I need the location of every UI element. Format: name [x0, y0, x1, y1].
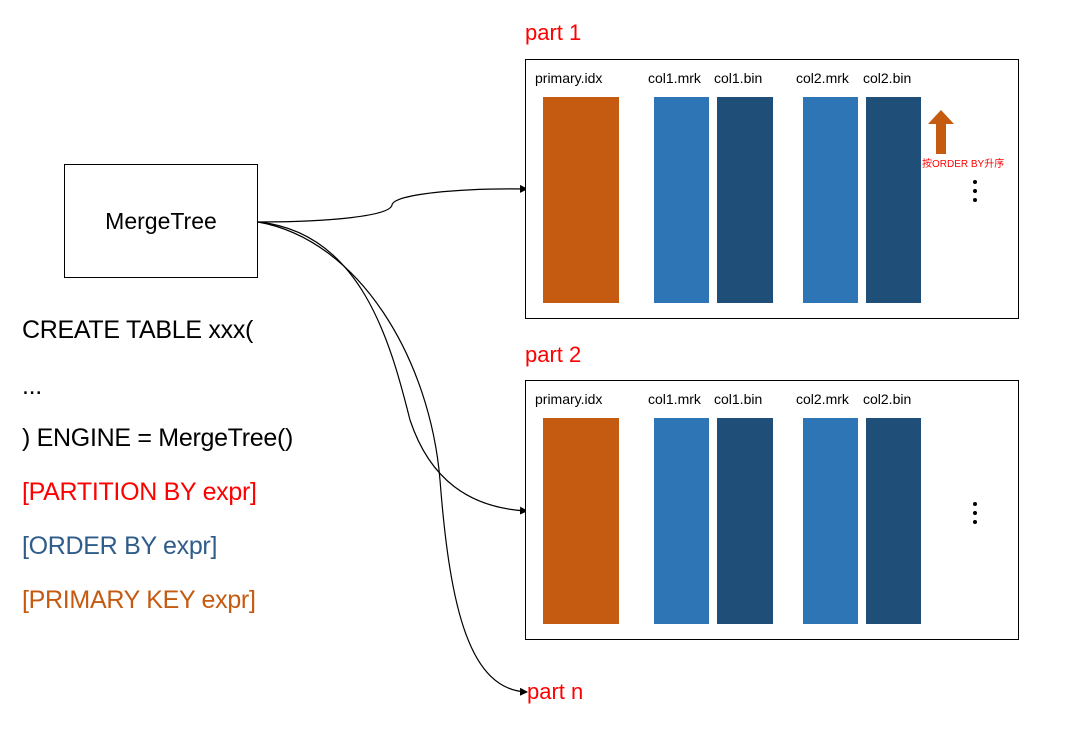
file-label-col2-mrk: col2.mrk [796, 391, 849, 407]
col2-mrk-block [803, 418, 858, 624]
part-1-label: part 1 [525, 20, 582, 45]
up-arrow-icon [928, 110, 954, 154]
col2-bin-block [866, 97, 921, 303]
file-label-col2-mrk: col2.mrk [796, 70, 849, 86]
primary-idx-block [543, 418, 619, 624]
sort-order-note: 按ORDER BY升序 [922, 159, 1005, 170]
vertical-ellipsis-icon [972, 502, 978, 524]
col1-bin-block [717, 418, 773, 624]
sql-create-table: CREATE TABLE xxx( [22, 316, 254, 344]
sql-partition-by: [PARTITION BY expr] [22, 478, 257, 506]
part-n-label: part n [527, 679, 584, 704]
file-label-col1-mrk: col1.mrk [648, 70, 701, 86]
primary-idx-block [543, 97, 619, 303]
file-label-col2-bin: col2.bin [863, 391, 912, 407]
col1-bin-block [717, 97, 773, 303]
col2-mrk-block [803, 97, 858, 303]
file-label-col2-bin: col2.bin [863, 70, 912, 86]
sql-engine: ) ENGINE = MergeTree() [22, 424, 294, 452]
part-1-box: primary.idx col1.mrk col1.bin col2.mrk c… [525, 59, 1019, 319]
col1-mrk-block [654, 418, 709, 624]
part-2-box: primary.idx col1.mrk col1.bin col2.mrk c… [525, 380, 1019, 640]
mergetree-label: MergeTree [105, 207, 217, 234]
file-label-col1-mrk: col1.mrk [648, 391, 701, 407]
sql-ellipsis: ... [22, 372, 42, 400]
connector-to-part-n [257, 221, 528, 696]
file-label-primary-idx: primary.idx [535, 391, 603, 407]
mergetree-box: MergeTree [64, 164, 258, 278]
col1-mrk-block [654, 97, 709, 303]
col2-bin-block [866, 418, 921, 624]
sql-order-by: [ORDER BY expr] [22, 532, 218, 560]
connector-to-part-2 [257, 221, 528, 515]
vertical-ellipsis-icon [972, 180, 978, 202]
part-2-label: part 2 [525, 342, 582, 367]
file-label-primary-idx: primary.idx [535, 70, 603, 86]
connector-to-part-1 [257, 184, 528, 223]
file-label-col1-bin: col1.bin [714, 391, 763, 407]
sql-primary-key: [PRIMARY KEY expr] [22, 586, 256, 614]
file-label-col1-bin: col1.bin [714, 70, 763, 86]
